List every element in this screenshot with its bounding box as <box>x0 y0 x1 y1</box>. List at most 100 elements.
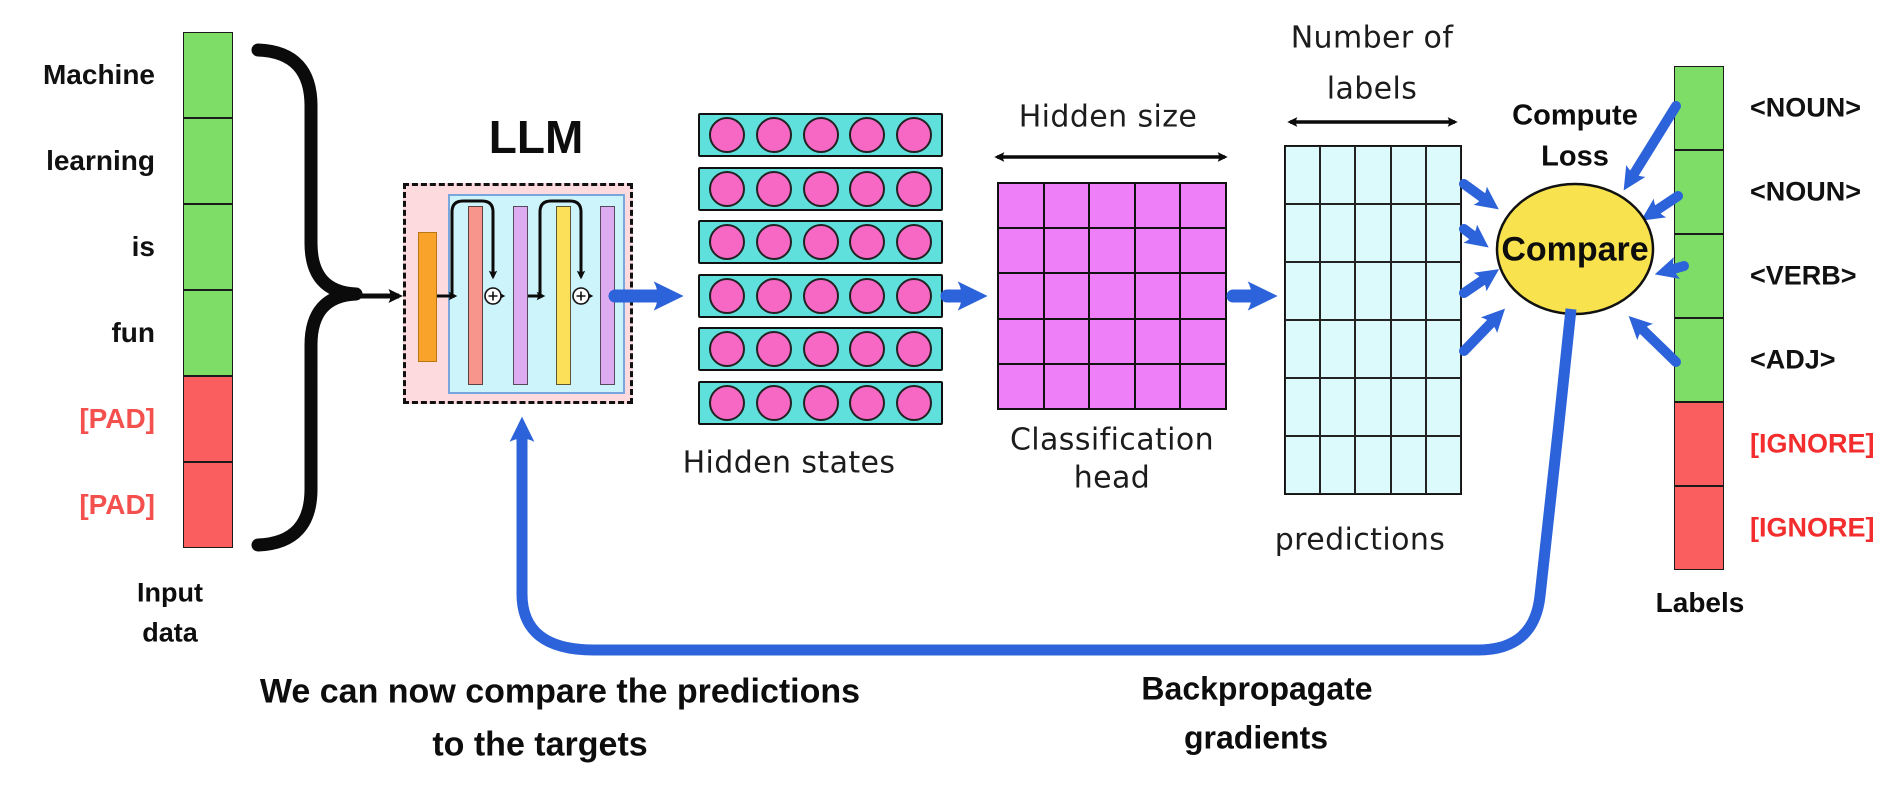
conclusion-line2: to the targets <box>432 725 648 764</box>
prediction-cell <box>1425 378 1461 436</box>
hidden-size-label: Hidden size <box>1018 99 1198 135</box>
prediction-cell <box>1355 262 1391 320</box>
compute-loss-line1: Compute <box>1512 99 1638 132</box>
label-word-noun-1: <NOUN> <box>1750 92 1862 123</box>
classification-head-cell <box>1180 363 1226 409</box>
classification-head-cell <box>1089 273 1135 319</box>
prediction-cell <box>1425 436 1461 494</box>
classification-head-cell <box>998 363 1044 409</box>
prediction-cell <box>1390 378 1426 436</box>
prediction-cell <box>1285 262 1321 320</box>
number-of-labels-line1: Number of <box>1290 20 1454 56</box>
token-cell-token <box>183 32 233 118</box>
hidden-state-row <box>698 113 943 157</box>
conclusion-line1: We can now compare the predictions <box>259 672 861 711</box>
prediction-cell <box>1390 262 1426 320</box>
hidden-state-circle <box>755 385 792 421</box>
classification-head-grid <box>997 182 1227 410</box>
hidden-state-row <box>698 167 943 211</box>
predictions-to-compare-arrows <box>1459 179 1506 356</box>
llm-layer-bar-2 <box>513 206 528 385</box>
prediction-cell <box>1320 262 1356 320</box>
hidden-state-circle <box>896 331 932 367</box>
hidden-state-circle <box>802 331 839 367</box>
labels-token-column <box>1674 66 1724 570</box>
input-word-machine: Machine <box>42 59 155 90</box>
token-cell-token <box>1674 318 1724 402</box>
classification-head-cell <box>1043 363 1090 409</box>
hidden-state-circle <box>896 117 932 153</box>
label-word-noun-2: <NOUN> <box>1750 176 1862 207</box>
hidden-state-row <box>698 327 943 371</box>
hidden-state-circle <box>896 385 932 421</box>
input-word-pad-1: [PAD] <box>79 403 155 434</box>
labels-caption: Labels <box>1655 587 1745 618</box>
hidden-state-row <box>698 381 943 425</box>
hidden-state-circle <box>896 224 932 260</box>
hidden-state-circle <box>802 385 839 421</box>
token-cell-token <box>1674 66 1724 150</box>
token-cell-token <box>1674 234 1724 318</box>
input-caption-line2: data <box>142 617 198 648</box>
token-cell-token <box>183 204 233 290</box>
classification-head-cell <box>1180 228 1226 274</box>
hidden-state-circle <box>709 278 745 314</box>
token-cell-token <box>1674 150 1724 234</box>
prediction-cell <box>1320 146 1356 204</box>
classification-head-cell <box>1089 183 1135 229</box>
classification-head-cell <box>1134 318 1181 364</box>
classification-head-label-line2: head <box>1073 460 1151 496</box>
hidden-state-circle <box>802 224 839 260</box>
number-of-labels-line2: labels <box>1326 71 1418 107</box>
prediction-cell <box>1285 320 1321 378</box>
input-token-column <box>183 32 233 548</box>
classification-head-cell <box>1043 183 1090 229</box>
token-cell-pad <box>183 376 233 462</box>
hidden-state-circle <box>709 171 745 207</box>
llm-embedding-bar <box>418 232 437 362</box>
hidden-state-circle <box>802 117 839 153</box>
classification-head-cell <box>1180 183 1226 229</box>
predictions-label: predictions <box>1274 522 1446 558</box>
classification-head-cell <box>1043 273 1090 319</box>
label-word-ignore-2: [IGNORE] <box>1750 512 1875 543</box>
llm-title: LLM <box>488 111 584 163</box>
hidden-state-circle <box>755 331 792 367</box>
prediction-cell <box>1355 436 1391 494</box>
classification-head-cell <box>1134 183 1181 229</box>
classification-head-cell <box>998 318 1044 364</box>
input-word-learning: learning <box>46 145 155 176</box>
llm-layer-bar-4 <box>600 206 615 385</box>
prediction-cell <box>1355 204 1391 262</box>
llm-layer-bar-1 <box>468 206 483 385</box>
hidden-state-circle <box>755 117 792 153</box>
classification-head-cell <box>1089 228 1135 274</box>
hidden-states-grid <box>698 113 943 425</box>
hidden-state-circle <box>896 278 932 314</box>
prediction-cell <box>1425 320 1461 378</box>
classification-head-cell <box>998 228 1044 274</box>
token-cell-pad <box>183 462 233 548</box>
prediction-cell <box>1355 146 1391 204</box>
classification-head-cell <box>1134 363 1181 409</box>
hidden-state-circle <box>709 224 745 260</box>
classification-head-cell <box>1180 318 1226 364</box>
prediction-cell <box>1425 204 1461 262</box>
prediction-cell <box>1285 436 1321 494</box>
classification-head-cell <box>1134 273 1181 319</box>
hidden-state-circle <box>802 278 839 314</box>
prediction-cell <box>1320 378 1356 436</box>
prediction-cell <box>1425 262 1461 320</box>
prediction-cell <box>1285 378 1321 436</box>
hidden-state-circle <box>849 278 886 314</box>
classification-head-cell <box>1089 363 1135 409</box>
predictions-grid <box>1284 145 1462 495</box>
llm-layer-bar-3 <box>556 206 571 385</box>
hidden-state-circle <box>849 331 886 367</box>
label-word-verb: <VERB> <box>1750 260 1857 291</box>
input-word-pad-2: [PAD] <box>79 489 155 520</box>
prediction-cell <box>1285 146 1321 204</box>
hidden-state-circle <box>755 171 792 207</box>
compare-label: Compare <box>1501 230 1649 269</box>
